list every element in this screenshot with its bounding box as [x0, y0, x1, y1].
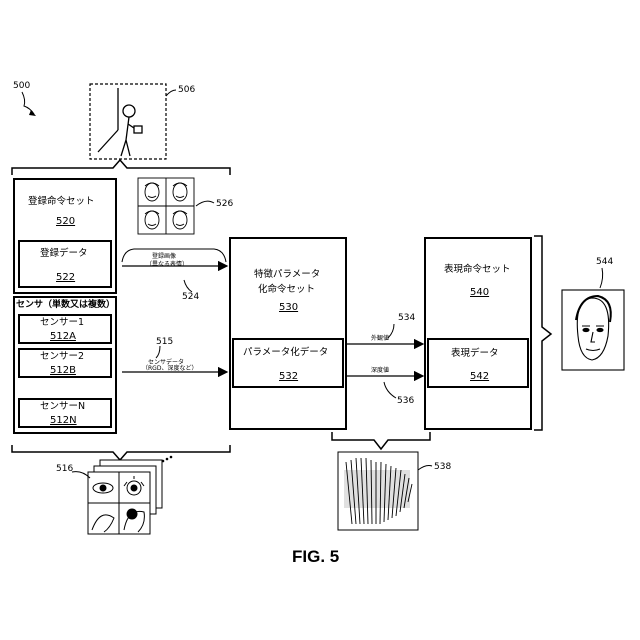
- ref-500: 500: [13, 82, 30, 91]
- ref-515-leader: [156, 346, 160, 358]
- param-data-num: 532: [279, 372, 298, 382]
- ref-526: 526: [216, 200, 233, 209]
- enroll-arrow-label-1: 登録画像: [152, 254, 176, 260]
- depth-brace: [332, 432, 430, 449]
- param-data-label: パラメータ化データ: [243, 348, 328, 358]
- figure-label: FIG. 5: [292, 548, 339, 565]
- enroll-data-label: 登録データ: [40, 249, 88, 259]
- param-instruction-set-box: [229, 237, 347, 430]
- more-images-dots: [162, 456, 173, 463]
- sensor-arrow-label-2: （RGD、深度など）: [142, 366, 197, 372]
- depth-value-label: 深度値: [371, 368, 389, 374]
- expression-title: 表現命令セット: [444, 265, 511, 275]
- sensor-images-stack: [88, 460, 162, 534]
- sensor-n-num: 512N: [50, 416, 77, 426]
- enroll-arrow-label-2: （異なる表情）: [146, 262, 188, 268]
- ref-544: 544: [596, 258, 613, 267]
- expression-data-num: 542: [470, 372, 489, 382]
- ref-526-leader: [196, 201, 214, 206]
- top-brace: [12, 160, 230, 175]
- sensor-n-label: センサーN: [40, 402, 85, 412]
- enrollment-faces-grid: [138, 178, 194, 234]
- ref-538-leader: [418, 466, 432, 471]
- sensors-title: センサ（単数又は複数）: [16, 301, 115, 310]
- sensor-1-label: センサー1: [40, 318, 84, 328]
- param-title-line1: 特徴パラメータ: [254, 270, 320, 280]
- bottom-brace: [12, 445, 230, 460]
- ref-500-arrowhead: [29, 110, 36, 116]
- ref-536: 536: [397, 397, 414, 406]
- param-title-line2: 化命令セット: [258, 285, 315, 295]
- ref-506: 506: [178, 86, 195, 95]
- output-face-image: [562, 290, 624, 370]
- ref-536-leader: [384, 382, 396, 398]
- ref-538: 538: [434, 463, 451, 472]
- ref-534: 534: [398, 314, 415, 323]
- ref-516-leader: [72, 472, 90, 478]
- expression-num: 540: [470, 288, 489, 298]
- ref-544-leader: [600, 268, 603, 288]
- expression-data-label: 表現データ: [451, 349, 499, 359]
- sensor-1-num: 512A: [50, 332, 76, 342]
- ref-500-leader: [22, 92, 34, 114]
- ref-524: 524: [182, 293, 199, 302]
- enroll-instruction-set-title: 登録命令セット: [28, 197, 95, 207]
- ref-515: 515: [156, 338, 173, 347]
- depth-point-cloud-image: [338, 452, 418, 530]
- sensor-2-num: 512B: [50, 366, 76, 376]
- param-num: 530: [279, 303, 298, 313]
- person-with-device-icon: [98, 88, 142, 156]
- ref-506-leader: [166, 90, 176, 96]
- sensor-2-label: センサー2: [40, 352, 84, 362]
- shape-value-label: 外観値: [371, 336, 389, 342]
- ref-524-leader: [184, 280, 192, 292]
- enroll-instruction-set-num: 520: [56, 217, 75, 227]
- enroll-data-num: 522: [56, 273, 75, 283]
- ref-516: 516: [56, 465, 73, 474]
- right-brace: [534, 236, 551, 430]
